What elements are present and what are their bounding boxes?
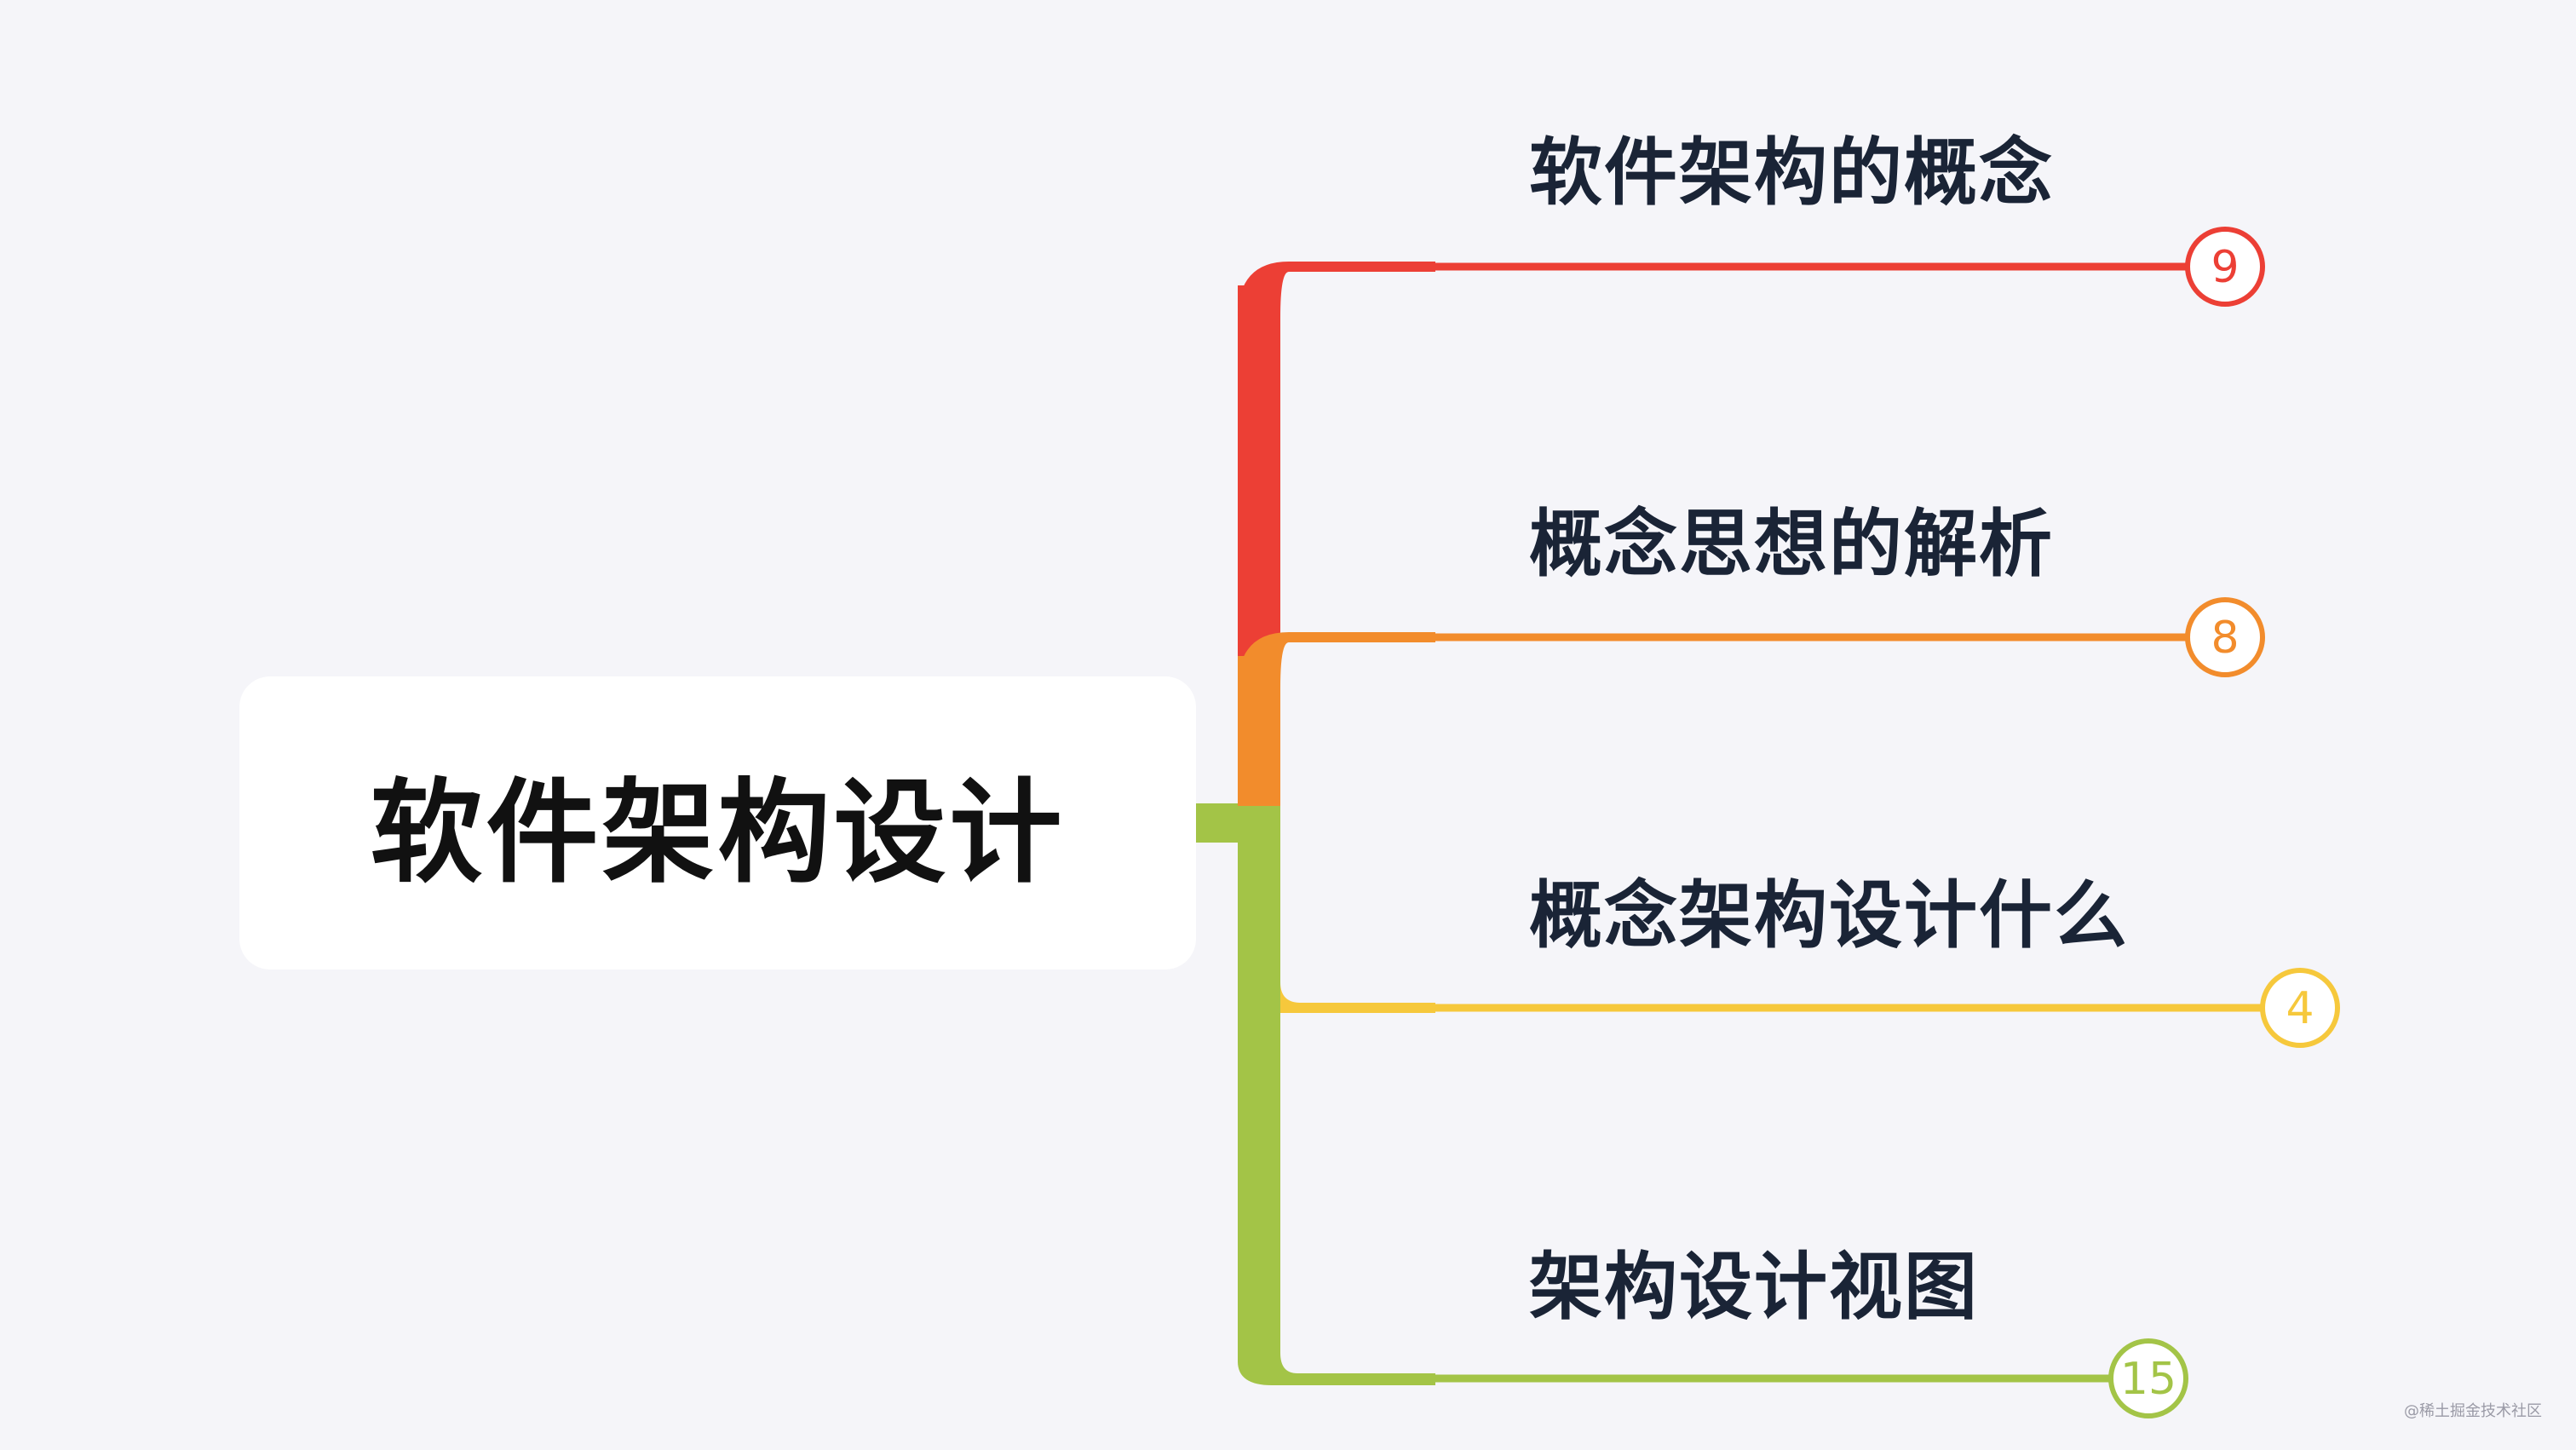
count-badge-concept	[2185, 227, 2265, 307]
count-badge-analysis	[2185, 597, 2265, 677]
branch-label-design-what[interactable]: 概念架构设计什么	[1529, 873, 2129, 958]
branch-corner-concept	[1238, 262, 1435, 318]
root-label: 软件架构设计	[370, 767, 1066, 899]
count-badge-views	[2108, 1338, 2188, 1418]
count-badge-design-what	[2260, 968, 2340, 1048]
count-badge-value-analysis: 8	[2211, 613, 2239, 664]
branch-corner-design-what	[1280, 982, 1435, 1013]
branch-label-analysis[interactable]: 概念思想的解析	[1529, 502, 2054, 587]
root-node[interactable]: 软件架构设计	[239, 676, 1196, 970]
watermark: @稀土掘金技术社区	[2404, 1402, 2542, 1420]
count-badge-value-design-what: 4	[2286, 983, 2314, 1034]
branch-label-concept[interactable]: 软件架构的概念	[1529, 130, 2054, 216]
branch-corner-analysis	[1238, 632, 1435, 688]
count-badge-value-concept: 9	[2211, 242, 2239, 293]
branch-corner-views	[1238, 1327, 1435, 1385]
root-stub-connector	[1196, 803, 1243, 843]
branch-label-views[interactable]: 架构设计视图	[1529, 1245, 1979, 1330]
count-badge-value-views: 15	[2120, 1354, 2176, 1405]
